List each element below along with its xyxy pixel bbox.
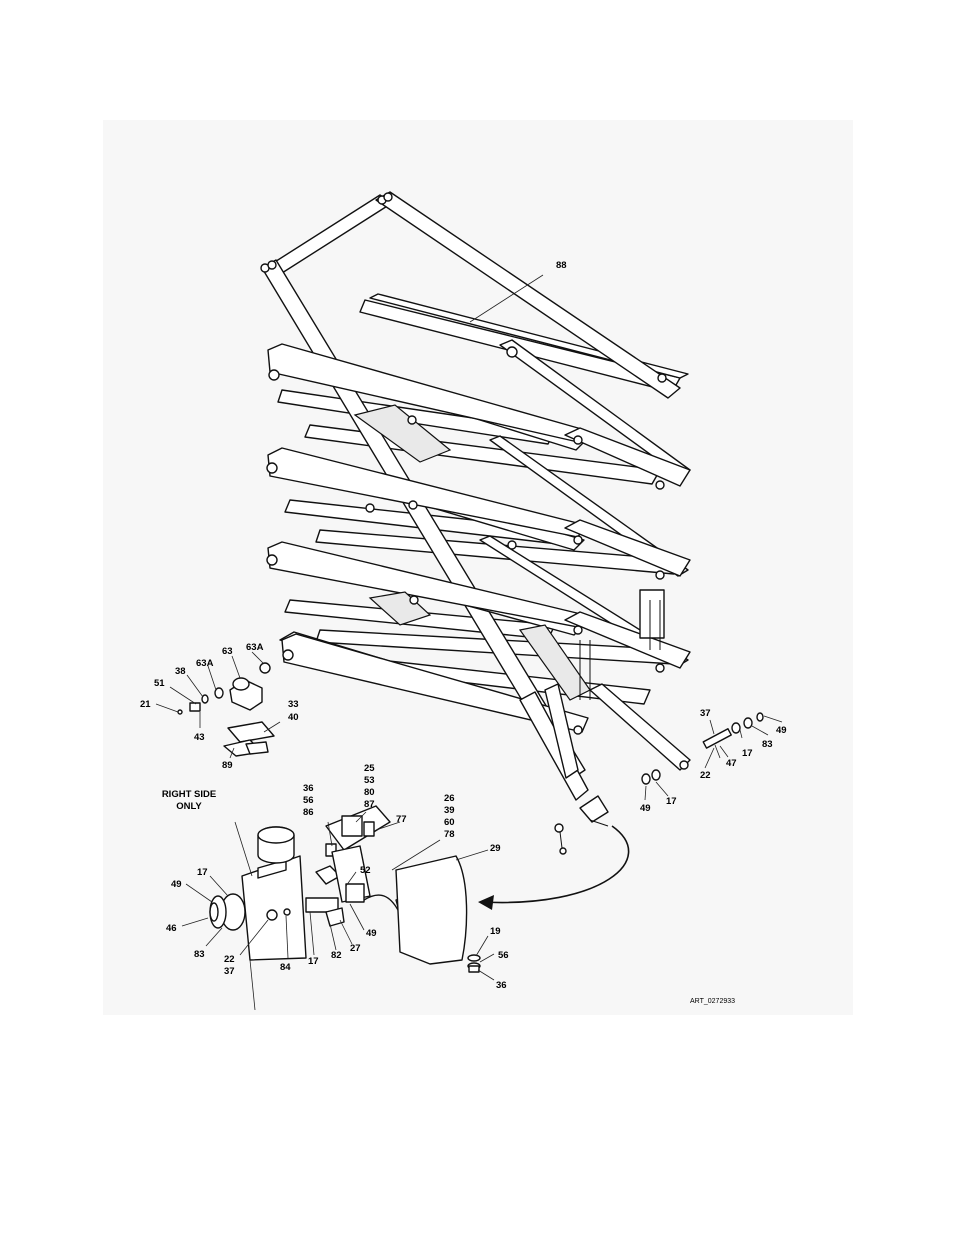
callout-40: 40: [288, 712, 299, 723]
callout-82: 82: [331, 950, 342, 961]
callout-63a-left: 63A: [196, 658, 214, 669]
callout-49-right-top: 49: [776, 725, 787, 736]
scissor-arms: [262, 192, 690, 800]
callout-43: 43: [194, 732, 205, 743]
callout-21: 21: [140, 699, 151, 710]
callout-49-inset-right: 49: [366, 928, 377, 939]
callout-29: 29: [490, 843, 501, 854]
callout-19: 19: [490, 926, 501, 937]
callout-77: 77: [396, 814, 407, 825]
callout-88: 88: [556, 260, 567, 271]
art-code: ART_0272933: [690, 998, 735, 1005]
pointer-arrow-head: [478, 895, 494, 910]
callout-36-inset: 36: [303, 783, 314, 794]
callout-26: 26: [444, 793, 455, 804]
callout-22-inset: 22: [224, 954, 235, 965]
scissor-stack: [261, 192, 690, 832]
callout-63: 63: [222, 646, 233, 657]
callout-51: 51: [154, 678, 165, 689]
callout-49-right-bottom: 49: [640, 803, 651, 814]
callout-39: 39: [444, 805, 455, 816]
callout-27: 27: [350, 943, 361, 954]
callout-36-bolt: 36: [496, 980, 507, 991]
callout-63a-right: 63A: [246, 642, 264, 653]
callout-17-inset-top: 17: [197, 867, 208, 878]
inset-title-line1: RIGHT SIDE: [162, 789, 216, 800]
callout-17-right-bottom: 17: [666, 796, 677, 807]
callout-47: 47: [726, 758, 737, 769]
callout-78: 78: [444, 829, 455, 840]
callout-49-inset-left: 49: [171, 879, 182, 890]
callout-60: 60: [444, 817, 455, 828]
callout-37-right: 37: [700, 708, 711, 719]
callout-83-right: 83: [762, 739, 773, 750]
callout-37-inset: 37: [224, 966, 235, 977]
callout-46: 46: [166, 923, 177, 934]
callout-56-bolt: 56: [498, 950, 509, 961]
callout-89: 89: [222, 760, 233, 771]
inset-title-line2: ONLY: [176, 801, 202, 812]
callout-38: 38: [175, 666, 186, 677]
right-side-inset: [182, 806, 629, 1010]
callout-17-right: 17: [742, 748, 753, 759]
callout-84: 84: [280, 962, 291, 973]
callout-56-inset: 56: [303, 795, 314, 806]
callout-25: 25: [364, 763, 375, 774]
callout-52: 52: [360, 865, 371, 876]
callout-80: 80: [364, 787, 375, 798]
callout-33: 33: [288, 699, 299, 710]
callout-53: 53: [364, 775, 375, 786]
callout-87: 87: [364, 799, 375, 810]
callout-83-inset: 83: [194, 949, 205, 960]
callout-17-inset-bottom: 17: [308, 956, 319, 967]
callout-86: 86: [303, 807, 314, 818]
callout-22-right: 22: [700, 770, 711, 781]
